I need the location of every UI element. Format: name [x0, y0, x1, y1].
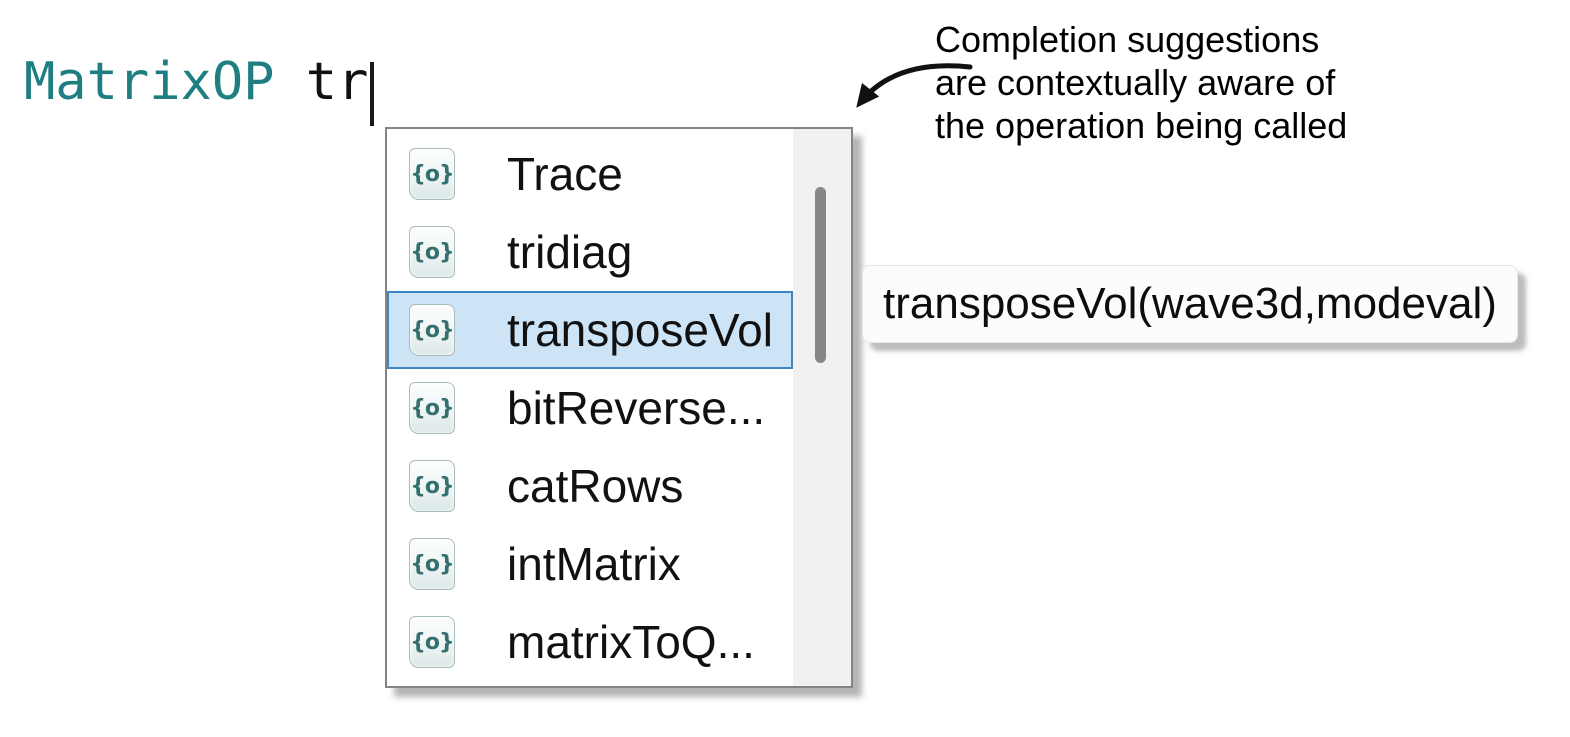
list-item-catrows[interactable]: {o} catRows [387, 447, 793, 525]
autocomplete-list: {o} Trace {o} tridiag {o} transposeVol {… [387, 129, 793, 686]
list-item-label: matrixToQ... [507, 616, 755, 668]
scrollbar-thumb[interactable] [815, 187, 826, 363]
annotation-arrow-icon [856, 63, 973, 108]
list-item-trace[interactable]: {o} Trace [387, 135, 793, 213]
list-item-label: Trace [507, 148, 623, 200]
operation-keyword: MatrixOP [24, 52, 275, 112]
typed-prefix: tr [305, 52, 369, 112]
list-item-intmatrix[interactable]: {o} intMatrix [387, 525, 793, 603]
list-item-bitreverse[interactable]: {o} bitReverse... [387, 369, 793, 447]
list-item-matrixtoq[interactable]: {o} matrixToQ... [387, 603, 793, 681]
operation-icon: {o} [409, 616, 455, 668]
operation-icon: {o} [409, 538, 455, 590]
annotation-line: the operation being called [935, 105, 1348, 146]
annotation-text: Completion suggestions are contextually … [935, 18, 1347, 147]
list-item-label: transposeVol [507, 304, 773, 356]
text-cursor-caret [370, 62, 374, 126]
code-editor-line[interactable]: MatrixOP tr [24, 52, 368, 112]
operation-icon: {o} [409, 148, 455, 200]
list-item-label: catRows [507, 460, 684, 512]
annotation-line: Completion suggestions [935, 19, 1320, 60]
operation-icon: {o} [409, 304, 455, 356]
autocomplete-popup: {o} Trace {o} tridiag {o} transposeVol {… [385, 127, 853, 688]
keyword-space [274, 52, 305, 112]
list-item-tridiag[interactable]: {o} tridiag [387, 213, 793, 291]
list-item-label: tridiag [507, 226, 633, 278]
operation-icon: {o} [409, 382, 455, 434]
scrollbar-track[interactable] [793, 129, 851, 686]
operation-icon: {o} [409, 460, 455, 512]
list-item-transposevol-selected[interactable]: {o} transposeVol [387, 291, 793, 369]
signature-tooltip: transposeVol(wave3d,modeval) [862, 265, 1518, 343]
list-item-label: intMatrix [507, 538, 681, 590]
operation-icon: {o} [409, 226, 455, 278]
annotation-line: are contextually aware of [935, 62, 1336, 103]
list-item-label: bitReverse... [507, 382, 766, 434]
